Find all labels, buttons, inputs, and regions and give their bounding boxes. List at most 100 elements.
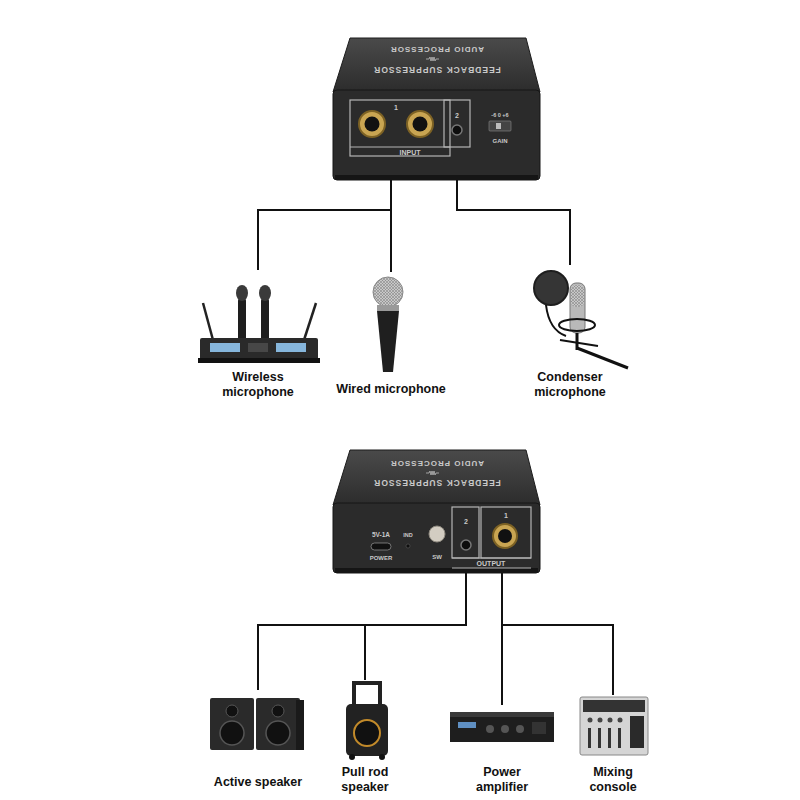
processor-unit-output-side-part [498, 529, 512, 543]
processor-unit-input-side-part [333, 90, 540, 180]
processor-unit-input-side-part [333, 38, 540, 92]
processor-unit-input-side-part [365, 117, 380, 132]
processor-unit: AUDIO PROCESSORFEEDBACK SUPPRESSOR1INPUT… [333, 38, 540, 180]
device-caption: Condenser microphone [515, 370, 625, 400]
wireless-microphone-illustration-part [248, 343, 268, 352]
device-label: 2 [455, 112, 459, 119]
pull-rod-speaker-illustration [346, 683, 388, 760]
pull-rod-speaker-illustration-part [379, 754, 385, 760]
power-amplifier-illustration-part [458, 722, 476, 728]
power-amplifier-illustration-part [450, 712, 554, 742]
connector-wire [457, 180, 570, 265]
device-label: IND [403, 533, 412, 539]
condenser-microphone-illustration [534, 271, 628, 368]
processor-unit-output-side-part [426, 471, 439, 475]
active-speaker-illustration-part [272, 705, 284, 717]
processor-unit-input-side-part [489, 121, 511, 131]
wireless-microphone-illustration-part [259, 285, 271, 301]
device-label: INPUT [400, 149, 421, 156]
wired-microphone-illustration-part [377, 311, 399, 372]
processor-unit-input-side-part [335, 175, 538, 180]
wireless-microphone-illustration-part [200, 338, 318, 360]
processor-unit-output-side-part [429, 526, 445, 542]
output-device: Active speaker [198, 690, 318, 790]
processor-unit: AUDIO PROCESSOR FEEDBACK SUPPRESSOR 5V-1A P… [333, 450, 540, 573]
wireless-microphone-illustration-part [210, 343, 240, 352]
device-label: FEEDBACK SUPPRESSOR [373, 66, 501, 75]
mixing-console-illustration [580, 697, 648, 755]
processor-unit-input-side [333, 38, 540, 180]
processor-unit-output-side-part [371, 543, 391, 550]
condenser-microphone-illustration-part [577, 348, 628, 368]
processor-unit-output-side [333, 450, 540, 573]
device-label: 2 [464, 518, 468, 525]
device-label: 1 [504, 512, 508, 519]
active-speaker-illustration-part [226, 705, 238, 717]
processor-unit-input-side-part [359, 111, 385, 137]
active-speaker-illustration-part [296, 700, 304, 750]
device-caption: Wireless microphone [208, 370, 308, 400]
connector-wire [390, 180, 392, 272]
pull-rod-speaker-illustration-part [346, 704, 388, 756]
output-device: Mixing console [568, 695, 658, 795]
device-label: GAIN [493, 138, 508, 144]
processor-unit-output-side-part [406, 544, 410, 548]
device-label: AUDIO PROCESSOR [390, 459, 484, 467]
power-amplifier-illustration-part [532, 722, 546, 734]
pull-rod-speaker-illustration-part [349, 754, 355, 760]
condenser-microphone-illustration-part [571, 285, 584, 307]
processor-unit-input-side-part [350, 100, 450, 156]
processor-unit-output-side-part [461, 540, 471, 550]
power-amplifier-illustration-part [516, 725, 524, 733]
power-amplifier-illustration [450, 712, 554, 742]
condenser-microphone-illustration-part [559, 319, 595, 331]
processor-unit-output-side-part [333, 503, 540, 573]
wireless-microphone-illustration-part [203, 303, 213, 340]
device-caption: Pull rod speaker [330, 765, 400, 795]
mixing-console-illustration-part [618, 718, 623, 723]
condenser-microphone-illustration-part [560, 340, 598, 346]
source-device: Wireless microphone [198, 270, 318, 400]
processor-unit-input-side-part [407, 111, 433, 137]
processor-unit-input-side-part [426, 57, 439, 61]
device-caption: Mixing console [578, 765, 648, 795]
processor-unit-input-side-part [413, 117, 428, 132]
processor-unit-output-side-part [335, 568, 538, 573]
device-label: OUTPUT [477, 560, 506, 567]
device-caption: Active speaker [193, 775, 323, 790]
processor-unit-input-side-part [496, 123, 501, 129]
device-label: FEEDBACK SUPPRESSOR [373, 479, 501, 488]
device-label: 1 [394, 104, 398, 111]
connector-wire [258, 573, 466, 690]
wireless-microphone-illustration-part [304, 303, 316, 340]
wireless-microphone-illustration-part [261, 298, 269, 342]
device-caption: Power amplifier [467, 765, 537, 795]
processor-unit-output-side-part [452, 507, 479, 558]
processor-unit-output-side-part [452, 568, 531, 569]
pull-rod-speaker-illustration-part [354, 720, 380, 746]
device-label: 5V-1A [372, 532, 390, 539]
source-device: Condenser microphone [510, 265, 630, 400]
mixing-console-illustration-part [598, 718, 603, 723]
active-speaker-illustration [210, 698, 304, 750]
mixing-console-illustration-part [588, 728, 591, 748]
wired-microphone-illustration-part [373, 277, 403, 307]
wired-microphone-illustration-part [377, 305, 399, 311]
condenser-microphone-illustration-part [570, 283, 585, 333]
output-device: Power amplifier [447, 705, 557, 795]
mixing-console-illustration-part [618, 728, 621, 748]
processor-unit-output-side-part [452, 558, 531, 559]
mixing-console-illustration-part [598, 728, 601, 748]
processor-unit-input-side-part [350, 147, 450, 148]
processor-unit-output-side-part [333, 450, 540, 505]
wireless-microphone-illustration-part [198, 358, 320, 363]
active-speaker-illustration-part [220, 721, 244, 745]
mixing-console-illustration-part [608, 718, 613, 723]
power-amplifier-illustration-part [501, 725, 509, 733]
device-label: POWER [370, 555, 393, 561]
active-speaker-illustration-part [266, 721, 290, 745]
mixing-console-illustration-part [588, 718, 593, 723]
